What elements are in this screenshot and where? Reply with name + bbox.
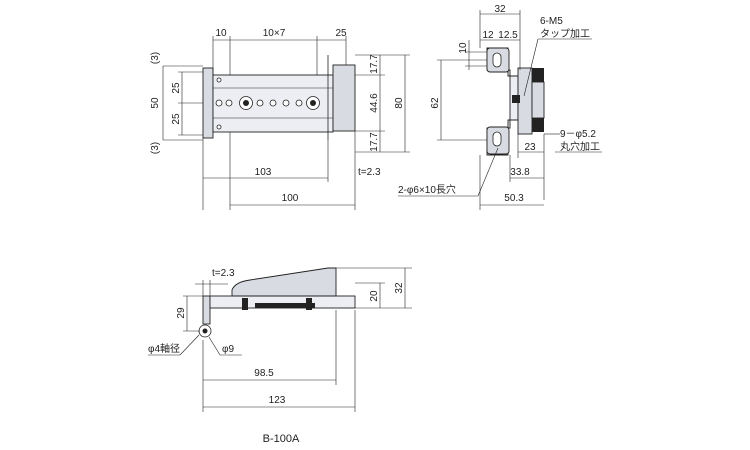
top-view: t=2.3 29 20 32 φ4軸径 φ9 98.5 123 [148,267,412,412]
hole [282,99,290,107]
slot-top [492,52,502,68]
dim-top-123: 123 [269,395,286,406]
dim-top-thickness: t=2.3 [212,268,235,279]
dim-side-12: 12 [482,30,494,41]
dim-left-3-bottom: (3) [150,142,161,154]
hole-small [216,124,222,130]
note-m5-line1: 6-M5 [540,16,563,27]
bracket-arm [332,64,356,132]
dim-bottom-thickness: t=2.3 [358,167,381,178]
note-axis: φ4軸径 [148,342,180,355]
hole [225,99,233,107]
front-view: 10 10×7 25 (3) 50 (3) 25 25 17.7 44.6 17… [150,28,410,210]
dim-bottom-103: 103 [255,167,272,178]
dim-left-3-top: (3) [150,52,161,64]
note-slot: 2-φ6×10長穴 [398,183,456,196]
bolt [242,298,248,310]
hole [269,99,277,107]
top-hinge-leaf [202,295,211,325]
dim-top-98-5: 98.5 [254,368,274,379]
hinge-knuckle-top [532,68,544,82]
dim-left-25-top: 25 [171,82,182,94]
dim-right-17-7-bottom: 17.7 [369,132,380,152]
model-label: B-100A [263,433,300,445]
dim-side-10: 10 [458,42,469,54]
dim-top-pitch: 10×7 [263,28,286,39]
note-hole52-line1: 9－φ5.2 [560,129,596,140]
dim-side-50-3: 50.3 [504,193,524,204]
dim-side-62: 62 [430,97,441,109]
hinge-barrel [202,67,214,139]
hole [295,99,303,107]
dim-right-44-6: 44.6 [369,93,380,113]
dim-right-80: 80 [394,97,405,109]
dim-side-33-8: 33.8 [510,167,530,178]
note-hole52-line2: 丸穴加工 [560,140,600,153]
nut [512,95,520,103]
note-phi9: φ9 [222,344,234,355]
pin-phi4 [202,328,208,334]
dim-top-32: 32 [394,282,405,294]
dim-left-25-bottom: 25 [171,113,182,125]
hole-core [310,100,316,106]
hinge-knuckle-bottom [532,118,544,132]
hole-small [216,77,222,83]
dim-top-right: 25 [335,28,347,39]
side-view: 32 12 12.5 6-M5 タップ加工 10 62 9－φ5.2 丸穴加工 … [398,4,602,210]
note-m5-line2: タップ加工 [540,28,590,40]
dim-side-32: 32 [494,4,506,15]
bolt-row [255,303,315,308]
slot-bottom [492,131,502,147]
hinge-middle [531,81,545,119]
top-arm [231,267,337,297]
dim-side-23: 23 [524,142,536,153]
dim-bottom-100: 100 [282,193,299,204]
hole [215,99,223,107]
dim-left-50: 50 [150,97,161,109]
side-plate [517,67,533,135]
hole-core [243,100,249,106]
dim-top-left: 10 [215,28,227,39]
dim-top-20: 20 [369,290,380,302]
dim-right-17-7-top: 17.7 [369,54,380,74]
dim-side-12-5: 12.5 [498,30,518,41]
dim-top-29: 29 [176,307,187,319]
hole [256,99,264,107]
